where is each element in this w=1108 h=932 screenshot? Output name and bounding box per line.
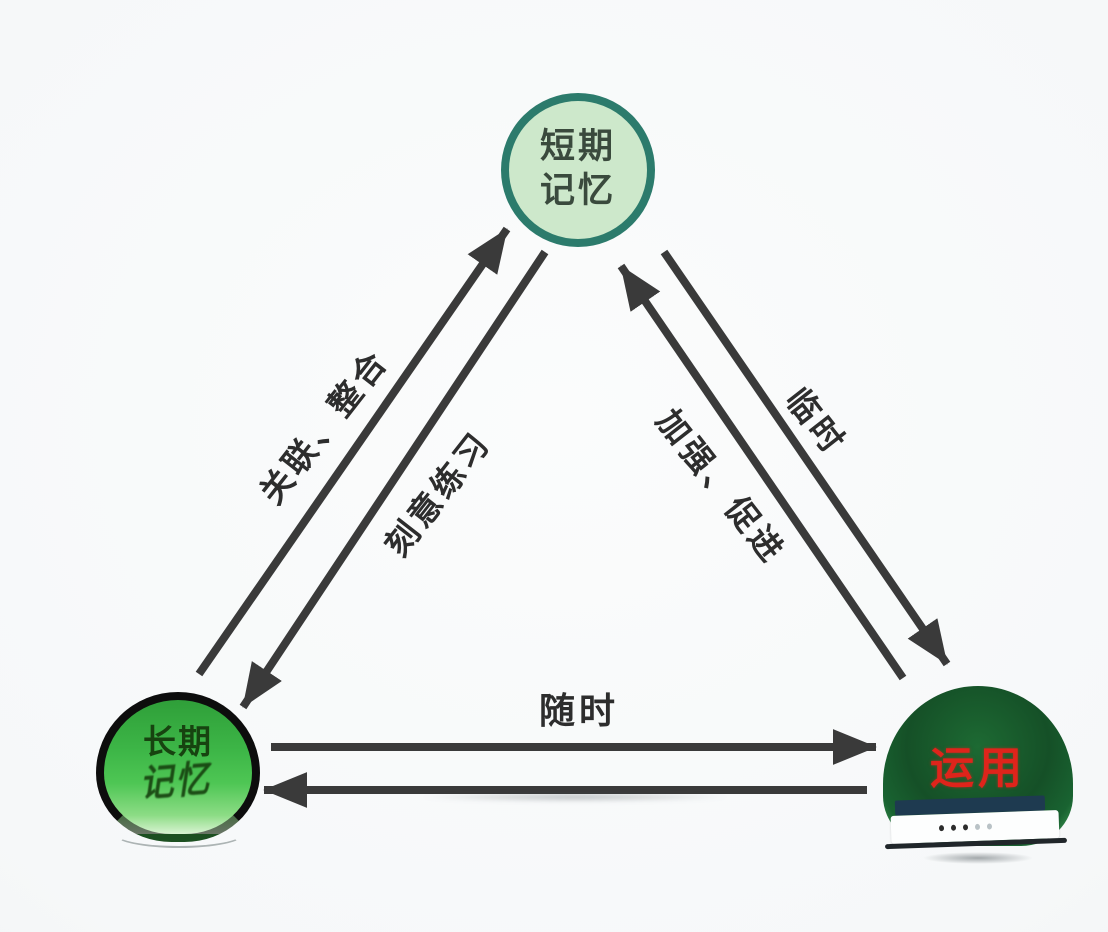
arrow-long-to-short xyxy=(195,226,511,677)
long-term-line2: 记忆 xyxy=(139,755,218,806)
edge-label-anytime: 随时 xyxy=(538,691,620,732)
application-label: 运用 xyxy=(930,743,1026,794)
stamp-serial-dot xyxy=(986,823,993,830)
node-application: 运用 xyxy=(883,686,1073,871)
arrow-short-to-apply xyxy=(660,249,951,667)
short-term-memory-label: 短期记忆 xyxy=(540,126,616,214)
node-long-term-memory: 长期记忆 xyxy=(96,692,260,848)
stamp-serial-dot xyxy=(962,824,969,831)
stamp-serial-dot xyxy=(950,824,957,831)
short-term-line2: 记忆 xyxy=(539,171,616,211)
stamp-serial-dot xyxy=(938,825,945,832)
long-term-dish-shadow xyxy=(114,820,244,848)
short-term-line1: 短期 xyxy=(539,127,616,168)
stamp-serial-dot xyxy=(974,823,981,830)
arrow-short-to-long xyxy=(239,249,549,710)
long-term-memory-label: 长期记忆 xyxy=(139,722,217,805)
stamp-shadow xyxy=(923,852,1033,864)
arrow-apply-to-short xyxy=(617,263,907,681)
long-term-line1: 长期 xyxy=(143,722,213,762)
node-short-term-memory: 短期记忆 xyxy=(501,93,655,247)
floor-shadow xyxy=(420,792,730,802)
